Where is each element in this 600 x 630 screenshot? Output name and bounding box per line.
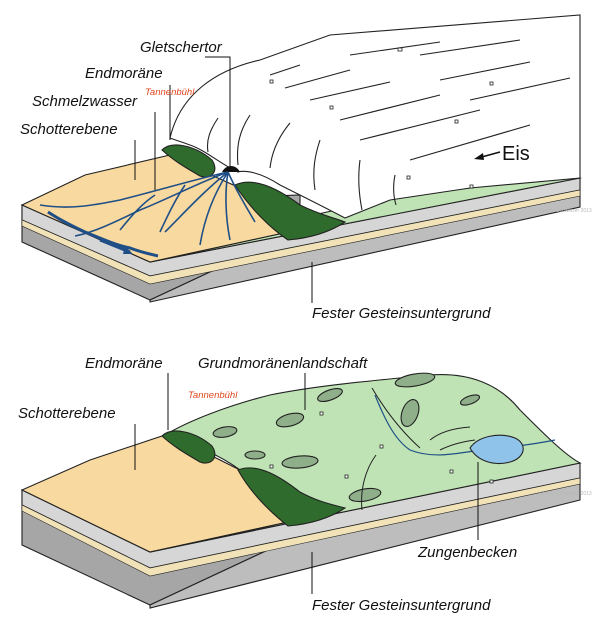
top-ice-arrowhead xyxy=(474,153,484,160)
label-bedrock-top: Fester Gesteinsuntergrund xyxy=(312,305,491,322)
label-tannenbuehl-top: Tannenbühl xyxy=(145,87,195,98)
top-gravel-strip xyxy=(21,189,581,285)
top-river-arrowhead xyxy=(123,246,133,254)
bottom-gravel-strip xyxy=(21,477,581,577)
label-eis: Eis xyxy=(502,143,530,165)
label-tannenbuehl-bottom: Tannenbühl xyxy=(188,390,238,401)
top-moraine-left xyxy=(161,144,216,178)
bottom-labels: Endmoräne Grundmoränenlandschaft Tannenb… xyxy=(18,355,592,614)
label-bedrock-bottom: Fester Gesteinsuntergrund xyxy=(312,597,491,614)
top-glacier-gate xyxy=(222,166,240,172)
label-endmoraene-top: Endmoräne xyxy=(85,65,163,82)
bottom-hills xyxy=(212,372,481,503)
bottom-hatched-ridges xyxy=(361,387,476,511)
top-ice-debris xyxy=(269,47,494,189)
label-schotterebene-bottom: Schotterebene xyxy=(18,405,116,422)
bottom-lake xyxy=(469,434,524,465)
credit-top: Grafik: Schweizer 2013 xyxy=(540,208,592,214)
credit-bottom: Grafik: Schweizer 2013 xyxy=(540,491,592,497)
top-moraine-right xyxy=(234,181,347,241)
top-labels: Gletschertor Endmoräne Tannenbühl Schmel… xyxy=(20,39,592,322)
bottom-block xyxy=(20,372,582,609)
bottom-debris xyxy=(269,411,494,484)
label-zungenbecken: Zungenbecken xyxy=(417,544,517,561)
label-grundmoraenenlandschaft: Grundmoränenlandschaft xyxy=(198,355,368,372)
label-gletschertor: Gletschertor xyxy=(140,39,223,56)
label-schmelzwasser: Schmelzwasser xyxy=(32,93,138,110)
label-endmoraene-bottom: Endmoräne xyxy=(85,355,163,372)
label-schotterebene-top: Schotterebene xyxy=(20,121,118,138)
bottom-moraine-left xyxy=(161,430,216,464)
top-main-river xyxy=(47,210,159,258)
top-meltwater-rivers xyxy=(39,171,256,246)
top-crevasses xyxy=(206,39,571,211)
bottom-moraine-right xyxy=(237,467,347,527)
top-block xyxy=(20,14,582,303)
